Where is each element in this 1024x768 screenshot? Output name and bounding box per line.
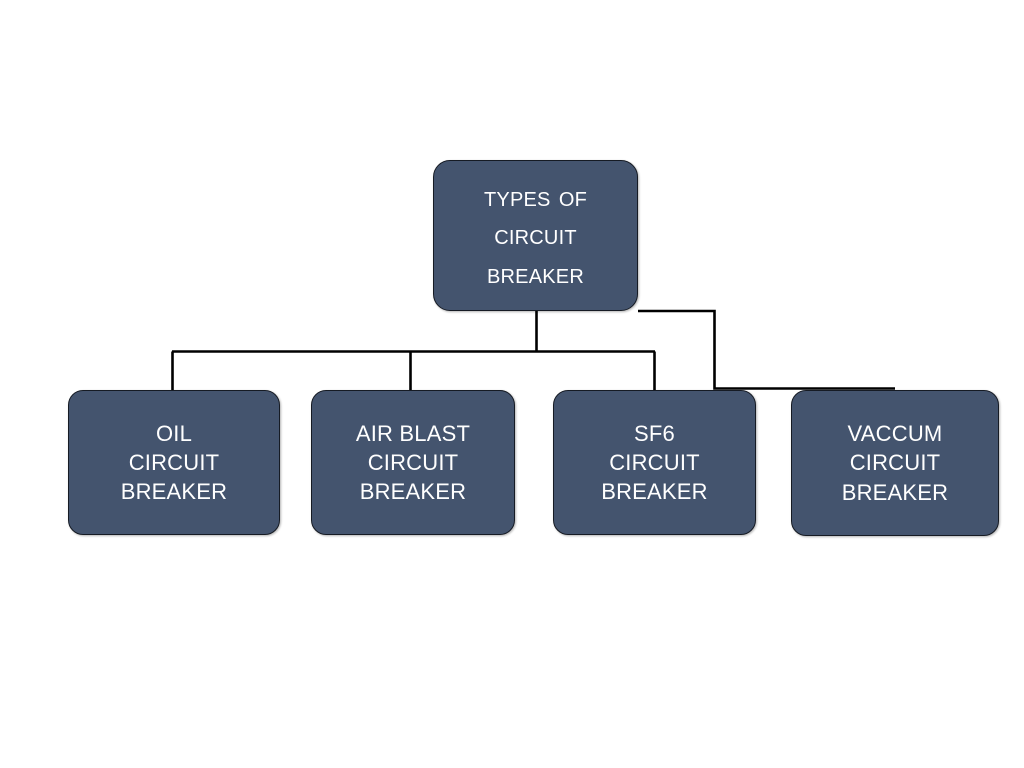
node-label: OIL CIRCUIT BREAKER [120, 420, 228, 505]
node-label: AIR BLAST CIRCUIT BREAKER [355, 420, 471, 505]
node-label: SF6 CIRCUIT BREAKER [601, 420, 708, 505]
node-oil-circuit-breaker[interactable]: OIL CIRCUIT BREAKER [68, 390, 280, 535]
node-label: Types Of Circuit Breaker [483, 181, 587, 290]
node-types-of-circuit-breaker[interactable]: Types Of Circuit Breaker [433, 160, 638, 311]
connector-branch-vaccum [638, 309, 895, 390]
node-vaccum-circuit-breaker[interactable]: VACCUM CIRCUIT BREAKER [791, 390, 999, 536]
node-label: VACCUM CIRCUIT BREAKER [841, 421, 949, 505]
node-air-blast-circuit-breaker[interactable]: AIR BLAST CIRCUIT BREAKER [311, 390, 515, 535]
node-sf6-circuit-breaker[interactable]: SF6 CIRCUIT BREAKER [553, 390, 756, 535]
